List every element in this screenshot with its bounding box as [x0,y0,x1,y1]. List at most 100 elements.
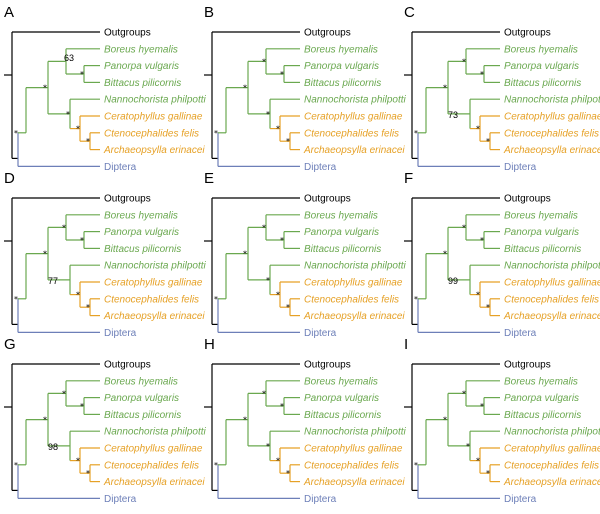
tip-label-ceratophyllus: Ceratophyllus gallinae [104,112,203,123]
support-star: * [80,70,84,79]
tip-label-panorpa: Panorpa vulgaris [504,227,579,238]
support-star: * [214,461,218,470]
support-star: * [476,291,480,300]
support-star: * [62,223,66,232]
panel-label: H [204,336,215,353]
panel-label: D [4,170,15,187]
panel-label: C [404,4,415,21]
tip-label-archaeopsylla: Archaeopsylla erinacei [103,311,205,322]
tip-label-diptera: Diptera [104,494,137,505]
support-star: * [486,137,490,146]
tip-label-ctenocephalides: Ctenocephalides felis [104,128,199,139]
tip-label-boreus: Boreus hyemalis [504,376,578,387]
support-star: * [243,84,247,93]
support-star: * [476,125,480,134]
panel-label: F [404,170,413,187]
tip-label-ceratophyllus: Ceratophyllus gallinae [304,278,403,289]
support-star: * [466,442,470,451]
support-star: * [480,236,484,245]
tip-label-diptera: Diptera [104,162,137,173]
support-star: * [280,402,284,411]
support-star: * [86,469,90,478]
tip-label-outgroups: Outgroups [104,360,151,371]
support-star: * [280,70,284,79]
support-star: * [462,57,466,66]
tip-label-nannochorista: Nannochorista philpotti [504,427,600,438]
tip-label-diptera: Diptera [104,328,137,339]
tip-label-nannochorista: Nannochorista philpotti [104,427,207,438]
tip-label-outgroups: Outgroups [104,28,151,39]
support-star: * [276,125,280,134]
support-star: * [414,295,418,304]
support-value: 98 [48,442,58,452]
tip-label-outgroups: Outgroups [304,28,351,39]
support-value: 99 [448,276,458,286]
tip-label-nannochorista: Nannochorista philpotti [504,95,600,106]
tip-label-bittacus: Bittacus pilicornis [304,78,381,89]
support-star: * [276,457,280,466]
support-star: * [76,125,80,134]
support-star: * [443,84,447,93]
tip-label-outgroups: Outgroups [104,194,151,205]
panel-label: I [404,336,408,353]
tip-label-boreus: Boreus hyemalis [104,44,178,55]
tip-label-outgroups: Outgroups [304,194,351,205]
support-star: * [62,389,66,398]
tip-label-ctenocephalides: Ctenocephalides felis [304,128,399,139]
tip-label-diptera: Diptera [504,162,537,173]
support-star: * [76,291,80,300]
tip-label-outgroups: Outgroups [504,28,551,39]
tip-label-nannochorista: Nannochorista philpotti [104,261,207,272]
tip-label-bittacus: Bittacus pilicornis [104,244,181,255]
support-star: * [476,457,480,466]
tip-label-bittacus: Bittacus pilicornis [104,410,181,421]
tip-label-boreus: Boreus hyemalis [304,44,378,55]
tip-label-archaeopsylla: Archaeopsylla erinacei [103,145,205,156]
support-star: * [80,402,84,411]
tip-label-ceratophyllus: Ceratophyllus gallinae [504,278,600,289]
tip-label-panorpa: Panorpa vulgaris [304,393,379,404]
support-star: * [214,129,218,138]
support-star: * [276,291,280,300]
tip-label-ctenocephalides: Ctenocephalides felis [304,460,399,471]
tip-label-diptera: Diptera [504,328,537,339]
support-star: * [414,461,418,470]
support-star: * [43,416,47,425]
tip-label-boreus: Boreus hyemalis [104,210,178,221]
tip-label-ceratophyllus: Ceratophyllus gallinae [304,444,403,455]
support-star: * [262,389,266,398]
tip-label-ctenocephalides: Ctenocephalides felis [504,294,599,305]
tip-label-archaeopsylla: Archaeopsylla erinacei [503,145,600,156]
tip-label-bittacus: Bittacus pilicornis [304,244,381,255]
support-value: 73 [448,110,458,120]
tip-label-outgroups: Outgroups [304,360,351,371]
tip-label-ceratophyllus: Ceratophyllus gallinae [304,112,403,123]
support-star: * [66,110,70,119]
tip-label-ctenocephalides: Ctenocephalides felis [304,294,399,305]
support-star: * [443,416,447,425]
tip-label-outgroups: Outgroups [504,194,551,205]
support-star: * [462,223,466,232]
tip-label-diptera: Diptera [304,162,337,173]
panel-label: A [4,4,14,21]
tip-label-nannochorista: Nannochorista philpotti [104,95,207,106]
tip-label-archaeopsylla: Archaeopsylla erinacei [303,311,405,322]
tip-label-boreus: Boreus hyemalis [504,210,578,221]
tip-label-panorpa: Panorpa vulgaris [304,227,379,238]
tip-label-panorpa: Panorpa vulgaris [104,227,179,238]
support-star: * [262,57,266,66]
tip-label-bittacus: Bittacus pilicornis [504,410,581,421]
support-star: * [86,303,90,312]
tip-label-ceratophyllus: Ceratophyllus gallinae [104,444,203,455]
support-star: * [262,223,266,232]
tip-label-ctenocephalides: Ctenocephalides felis [504,128,599,139]
support-star: * [286,469,290,478]
